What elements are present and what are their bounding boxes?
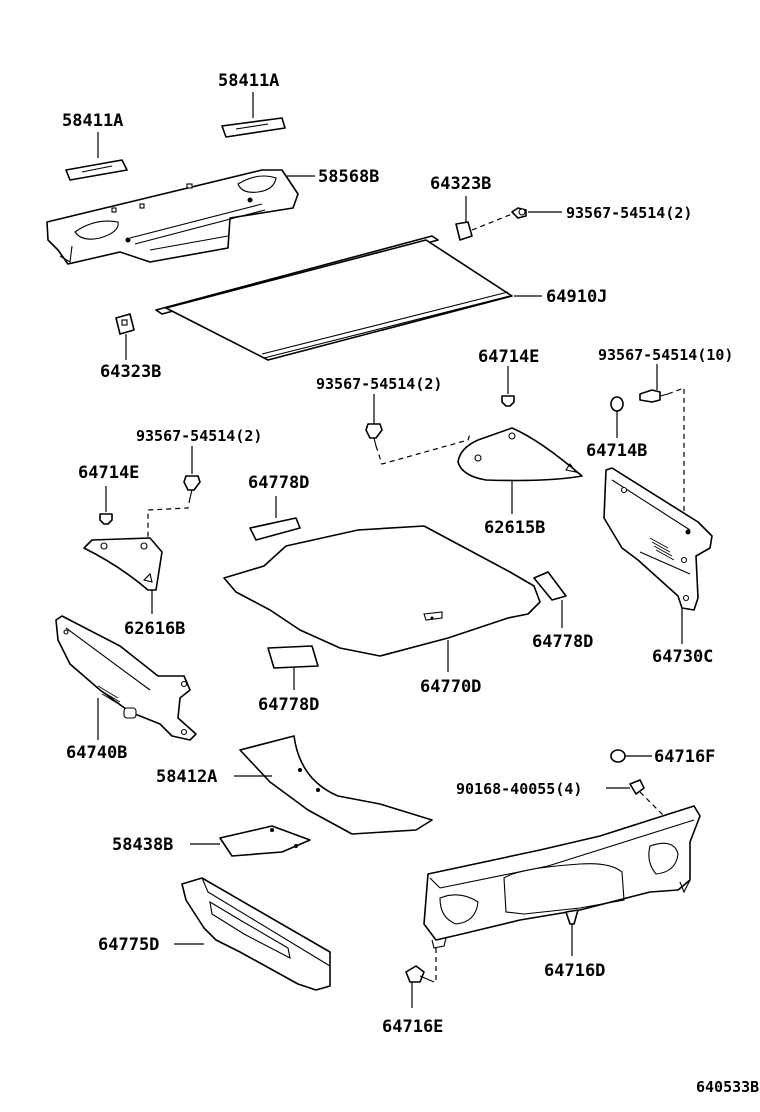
part-58411a-right-pad xyxy=(221,92,286,138)
part-64716f-button xyxy=(610,749,652,763)
part-64778d-pad-top xyxy=(249,496,301,541)
label-93567-10: 93567-54514(10) xyxy=(598,346,733,364)
label-93567-2-center: 93567-54514(2) xyxy=(316,375,442,393)
part-64323b-bracket-left xyxy=(115,313,135,360)
label-64730c: 64730C xyxy=(652,647,713,667)
label-64323b-top: 64323B xyxy=(430,174,491,194)
part-64730c-right-trim xyxy=(603,467,713,644)
part-64716d-rear-trim xyxy=(423,805,701,980)
figure-id: 640533B xyxy=(696,1078,759,1096)
part-64778d-pad-bottom xyxy=(267,645,319,690)
label-64910j: 64910J xyxy=(546,287,607,307)
part-62616b-bracket xyxy=(83,537,163,614)
label-64778d-right: 64778D xyxy=(532,632,593,652)
label-64775d: 64775D xyxy=(98,935,159,955)
label-64714e-left: 64714E xyxy=(78,463,139,483)
label-58568b: 58568B xyxy=(318,167,379,187)
label-64716d: 64716D xyxy=(544,961,605,981)
part-64740b-left-trim xyxy=(55,615,197,741)
label-64778d-top: 64778D xyxy=(248,473,309,493)
part-64714e-clip-center xyxy=(501,366,515,407)
label-62616b: 62616B xyxy=(124,619,185,639)
part-64714b-button xyxy=(610,396,624,438)
label-93567-2-left: 93567-54514(2) xyxy=(136,427,262,445)
part-64323b-bracket-top xyxy=(455,196,513,241)
label-62615b: 62615B xyxy=(484,518,545,538)
part-58568b-package-tray xyxy=(46,169,315,265)
part-64778d-pad-right xyxy=(533,571,567,628)
part-64910j-tonneau-cover xyxy=(155,235,542,361)
label-58411a-top: 58411A xyxy=(218,71,279,91)
part-58411a-left-pad xyxy=(65,132,128,181)
label-64778d-bottom: 64778D xyxy=(258,695,319,715)
label-64740b: 64740B xyxy=(66,743,127,763)
label-64716e: 64716E xyxy=(382,1017,443,1037)
label-64714e-center: 64714E xyxy=(478,347,539,367)
label-64323b-left: 64323B xyxy=(100,362,161,382)
label-58411a-left: 58411A xyxy=(62,111,123,131)
label-58412a: 58412A xyxy=(156,767,217,787)
label-58438b: 58438B xyxy=(112,835,173,855)
part-90168-clip xyxy=(606,779,667,819)
part-64716e-clip xyxy=(405,965,435,1008)
label-64716f: 64716F xyxy=(654,747,715,767)
part-64770d-trunk-mat xyxy=(223,525,541,672)
label-90168: 90168-40055(4) xyxy=(456,780,582,798)
part-93567-clip-left xyxy=(147,446,201,540)
part-64775d-block xyxy=(174,877,331,991)
label-64714b: 64714B xyxy=(586,441,647,461)
label-93567-2-top: 93567-54514(2) xyxy=(566,204,692,222)
part-58412a-panel xyxy=(234,735,433,835)
part-62615b-bracket xyxy=(457,427,583,514)
part-64714e-clip-left xyxy=(99,486,113,525)
part-93567-clip-top xyxy=(511,207,562,219)
part-58438b-pad xyxy=(190,825,311,857)
part-93567-clip-center xyxy=(365,394,471,465)
label-64770d: 64770D xyxy=(420,677,481,697)
part-93567-clip-right xyxy=(639,364,685,520)
